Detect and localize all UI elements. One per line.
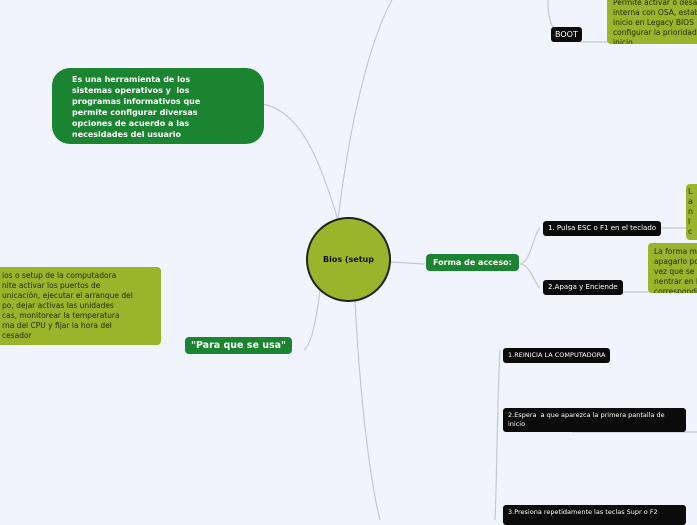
access-item-2[interactable]: 2.Apaga y Enciende	[543, 280, 623, 295]
step-1[interactable]: 1.REINICIA LA COMPUTADORA	[503, 348, 611, 363]
step-3[interactable]: 3.Presiona repetidamente las teclas Supr…	[503, 505, 686, 525]
usage-note: ios o setup de la computadora nite activ…	[0, 267, 161, 345]
access-note-1: L a n l c	[686, 184, 697, 240]
access-node[interactable]: Forma de acceso:	[426, 254, 519, 271]
boot-node[interactable]: BOOT	[551, 27, 582, 42]
usage-node[interactable]: "Para que se usa"	[185, 337, 292, 354]
access-item-1[interactable]: 1. Pulsa ESC o F1 en el teclado	[543, 221, 662, 236]
boot-note: Permite activar o desa interna con OSA, …	[607, 0, 697, 44]
definition-node[interactable]: Es una herramienta de los sistemas opera…	[52, 68, 264, 144]
central-node[interactable]: Bios (setup	[306, 217, 391, 302]
access-note-2: La forma ma apagarlo po vez que se e nen…	[648, 243, 697, 293]
central-node-label: Bios (setup	[323, 255, 374, 264]
step-2[interactable]: 2.Espera a que aparezca la primera panta…	[503, 408, 686, 432]
